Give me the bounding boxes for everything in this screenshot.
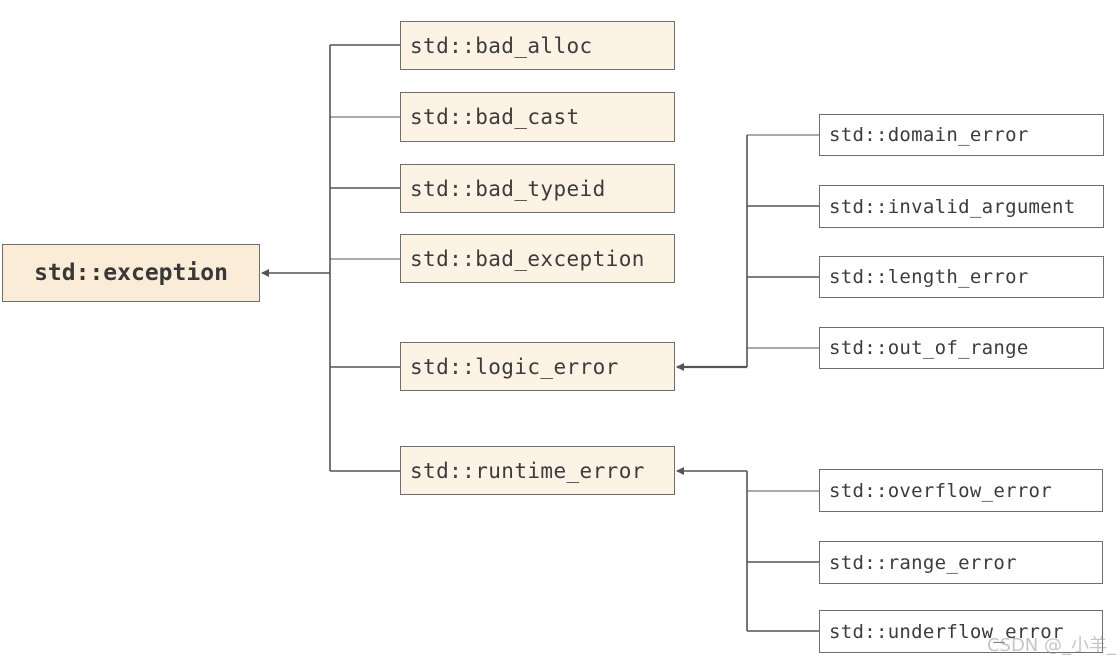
node-std-invalid-argument: std::invalid_argument <box>819 185 1104 228</box>
node-std-exception: std::exception <box>2 244 260 302</box>
node-std-underflow-error: std::underflow_error <box>819 610 1103 653</box>
node-std-runtime-error: std::runtime_error <box>400 446 675 495</box>
node-std-overflow-error: std::overflow_error <box>819 469 1103 512</box>
node-std-out-of-range: std::out_of_range <box>819 327 1104 369</box>
watermark: CSDN @_小羊_ <box>986 635 1116 656</box>
node-std-range-error: std::range_error <box>819 541 1103 584</box>
node-std-domain-error: std::domain_error <box>819 114 1104 156</box>
node-std-bad-cast: std::bad_cast <box>400 92 675 142</box>
node-std-bad-exception: std::bad_exception <box>400 234 675 283</box>
node-std-length-error: std::length_error <box>819 256 1104 298</box>
node-std-bad-typeid: std::bad_typeid <box>400 164 675 213</box>
node-std-logic-error: std::logic_error <box>400 342 675 391</box>
node-std-bad-alloc: std::bad_alloc <box>400 21 675 70</box>
